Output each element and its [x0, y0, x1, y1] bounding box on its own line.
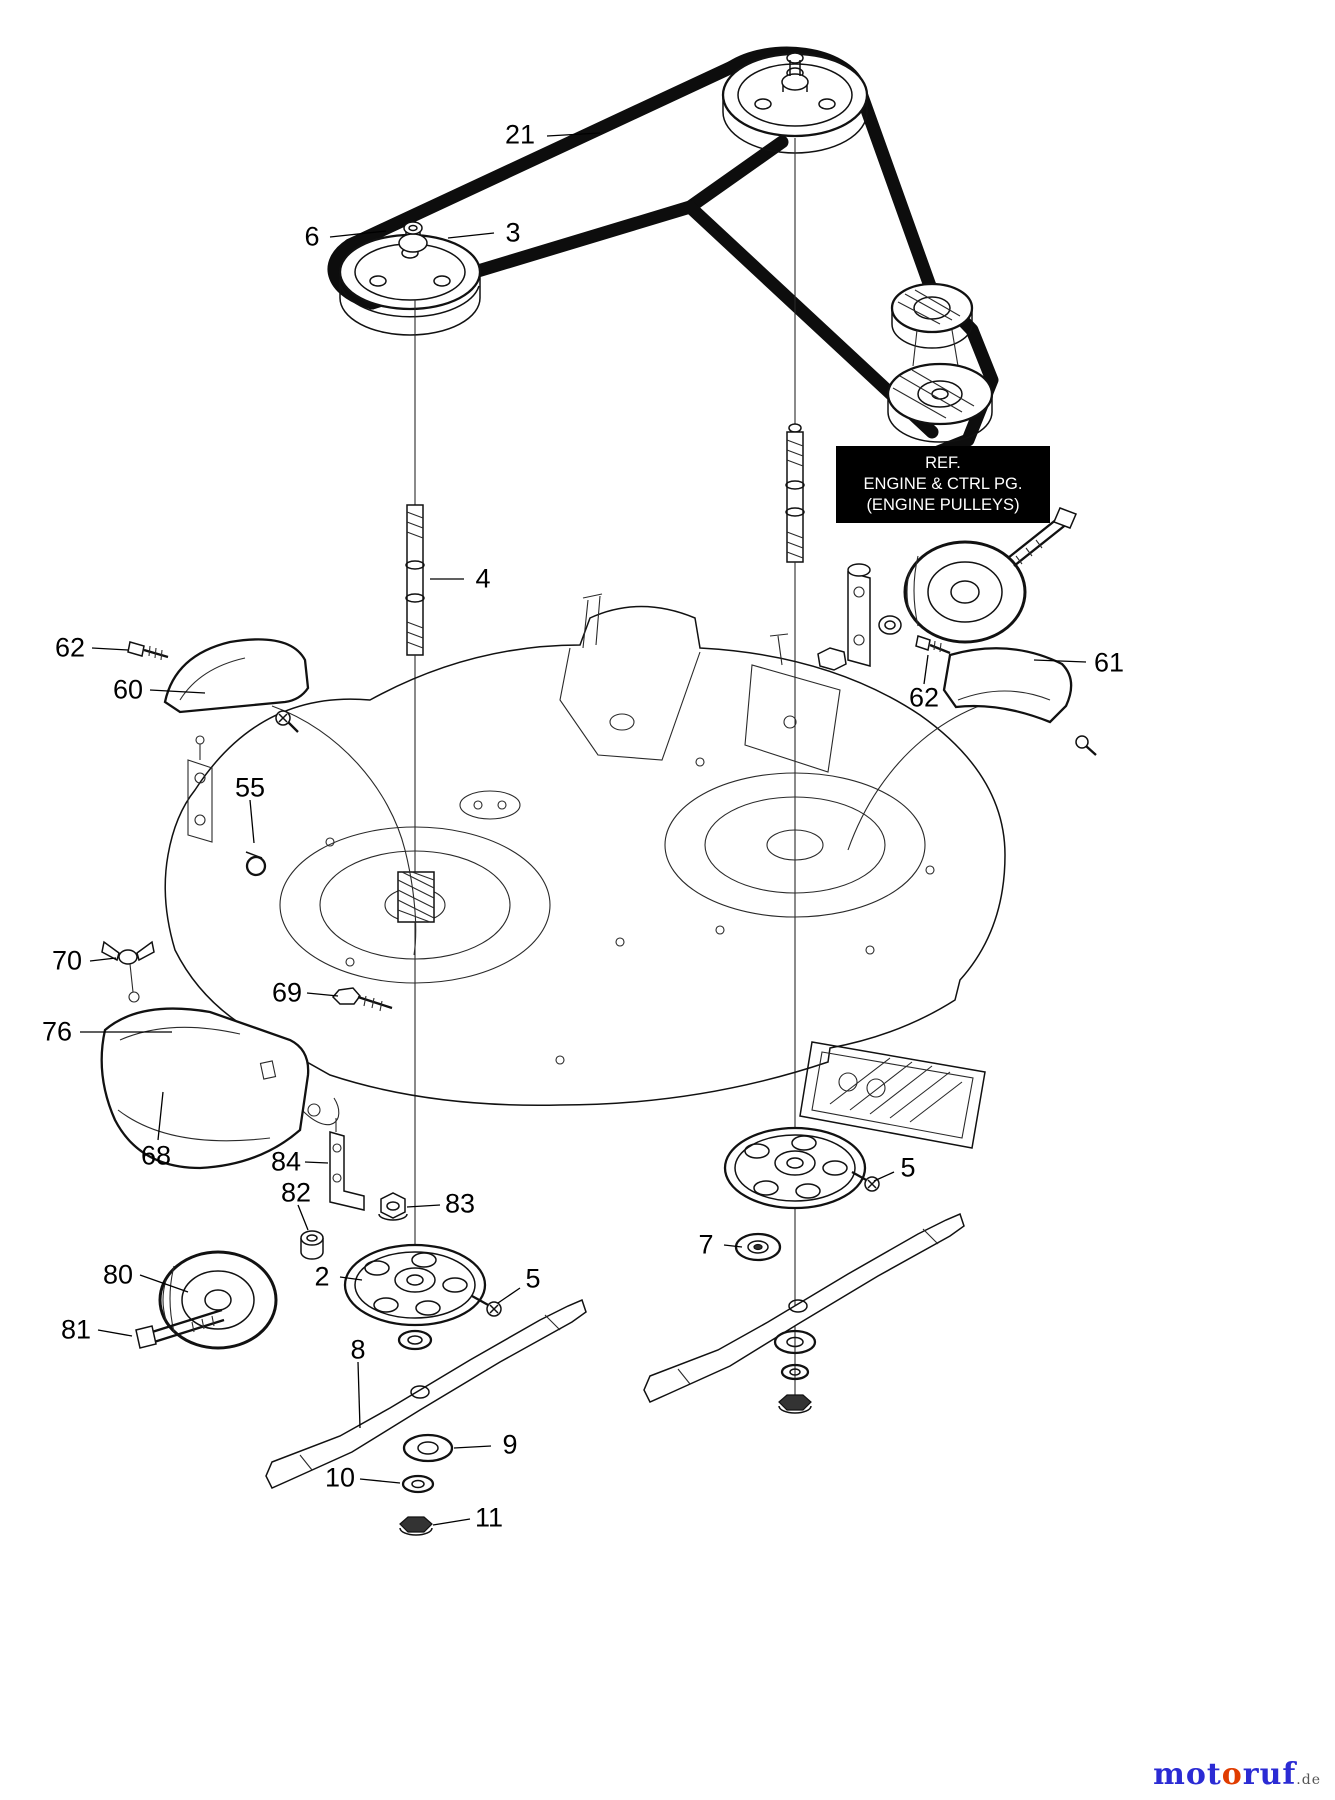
bolt-69 [331, 987, 393, 1012]
washer-9 [402, 1433, 454, 1463]
callout-61: 61 [1093, 647, 1125, 678]
gauge-wheel-left [158, 1250, 278, 1350]
spindle-shaft-left [405, 300, 425, 1245]
ref-line-3: (ENGINE PULLEYS) [866, 496, 1020, 515]
flange-nut-83 [378, 1192, 408, 1221]
callout-2: 2 [314, 1261, 330, 1292]
bolt-62-left [127, 641, 169, 661]
callout-7: 7 [698, 1229, 714, 1260]
bearing-left-upper [397, 1329, 433, 1351]
watermark-prefix: mot [1153, 1757, 1222, 1792]
callout-21: 21 [504, 119, 536, 150]
axle-bolt-left [135, 1308, 225, 1349]
callout-11: 11 [474, 1502, 504, 1533]
callout-4: 4 [475, 563, 491, 594]
ref-line-2: ENGINE & CTRL PG. [863, 475, 1023, 494]
callout-83: 83 [444, 1188, 476, 1219]
engine-pulley-top [721, 52, 869, 154]
callout-5-left: 5 [525, 1263, 541, 1294]
deck-cover-left [163, 638, 310, 733]
watermark-accent: o [1221, 1757, 1243, 1792]
mandrel-housing-left [343, 1243, 487, 1327]
nut-11 [399, 1516, 433, 1536]
callout-62-right: 62 [908, 682, 940, 713]
engine-reference-box: REF. ENGINE & CTRL PG. (ENGINE PULLEYS) [836, 446, 1050, 524]
callout-55: 55 [234, 772, 266, 803]
callout-10: 10 [324, 1462, 356, 1493]
callout-68: 68 [140, 1140, 172, 1171]
callout-5-right: 5 [900, 1152, 916, 1183]
clip-55 [245, 851, 267, 877]
mower-deck [164, 593, 1039, 1149]
deck-cover-right [942, 647, 1097, 756]
mandrel-housing-right [723, 1126, 867, 1210]
washer-10 [401, 1474, 435, 1494]
callout-84: 84 [270, 1146, 302, 1177]
callout-69: 69 [271, 977, 303, 1008]
callout-9: 9 [502, 1429, 518, 1460]
ref-line-1: REF. [925, 454, 961, 472]
callout-70: 70 [51, 945, 83, 976]
wing-nut-70 [101, 940, 155, 1003]
callout-82: 82 [280, 1177, 312, 1208]
wheel-bracket-right [817, 563, 902, 671]
gauge-wheel-right [903, 540, 1027, 644]
bushing-82 [300, 1230, 324, 1260]
callout-6: 6 [304, 221, 320, 252]
mandrel-pulley [338, 221, 482, 336]
blade-right [643, 1212, 965, 1403]
bearing-7 [734, 1232, 782, 1262]
bracket-84 [329, 1118, 365, 1211]
spindle-shaft-right [785, 138, 805, 1400]
watermark-domain: .de [1296, 1772, 1321, 1788]
callout-leader-lines [80, 132, 1087, 1526]
watermark-suffix: ruf [1242, 1757, 1297, 1792]
blade-left [265, 1298, 587, 1489]
callout-8: 8 [350, 1334, 366, 1365]
site-watermark: motoruf.de [1153, 1757, 1321, 1792]
idler-pulleys [886, 282, 994, 443]
bracket-nut [817, 647, 847, 671]
washers-right [773, 1329, 817, 1414]
screw-5-left [471, 1294, 502, 1317]
callout-3: 3 [505, 217, 521, 248]
callout-62-left: 62 [54, 632, 86, 663]
callout-60: 60 [112, 674, 144, 705]
callout-81: 81 [60, 1314, 92, 1345]
callout-80: 80 [102, 1259, 134, 1290]
callout-76: 76 [41, 1016, 73, 1047]
bolt-62-right [915, 635, 951, 655]
discharge-chute [100, 1007, 310, 1170]
axle-bolt-right [1007, 507, 1077, 567]
